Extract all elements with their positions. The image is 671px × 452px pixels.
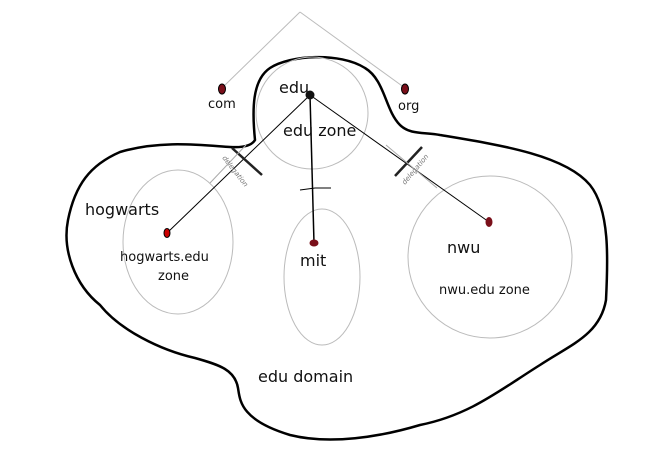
mit-label: mit <box>300 251 326 270</box>
delegation-marker-nwu: delegation <box>385 144 438 189</box>
mit-ellipse <box>283 208 361 346</box>
edu-to-mit-edge <box>309 94 315 244</box>
org-label: org <box>398 99 419 114</box>
edu-domain-label: edu domain <box>258 367 353 386</box>
edu-to-nwu-edge <box>309 94 490 223</box>
org-node <box>401 83 409 95</box>
nwu-zone-circle <box>407 175 573 339</box>
mit-node <box>309 239 319 247</box>
edu-node <box>305 90 315 100</box>
root-to-org-line <box>299 11 406 89</box>
nwu-zone-label: nwu.edu zone <box>439 283 530 298</box>
root-to-com-line <box>221 11 301 89</box>
hogwarts-label: hogwarts <box>85 200 159 219</box>
delegation-marker-hogwarts: delegation <box>209 144 263 189</box>
nwu-label: nwu <box>447 238 480 257</box>
hogwarts-node <box>163 228 171 238</box>
edu-domain-outline <box>65 55 609 441</box>
com-node <box>218 83 226 95</box>
delegation-label: delegation <box>400 153 430 187</box>
hogwarts-zone-circle <box>122 169 234 315</box>
com-label: com <box>208 97 236 112</box>
edu-zone-label: edu zone <box>283 121 356 140</box>
edu-label: edu <box>279 78 309 97</box>
edu-to-hogwarts-edge <box>166 94 311 234</box>
nwu-node <box>485 217 493 227</box>
mit-cut-marker <box>299 187 331 191</box>
hogwarts-zone-label-line2: zone <box>158 269 189 284</box>
hogwarts-zone-label: hogwarts.edu <box>120 250 209 265</box>
